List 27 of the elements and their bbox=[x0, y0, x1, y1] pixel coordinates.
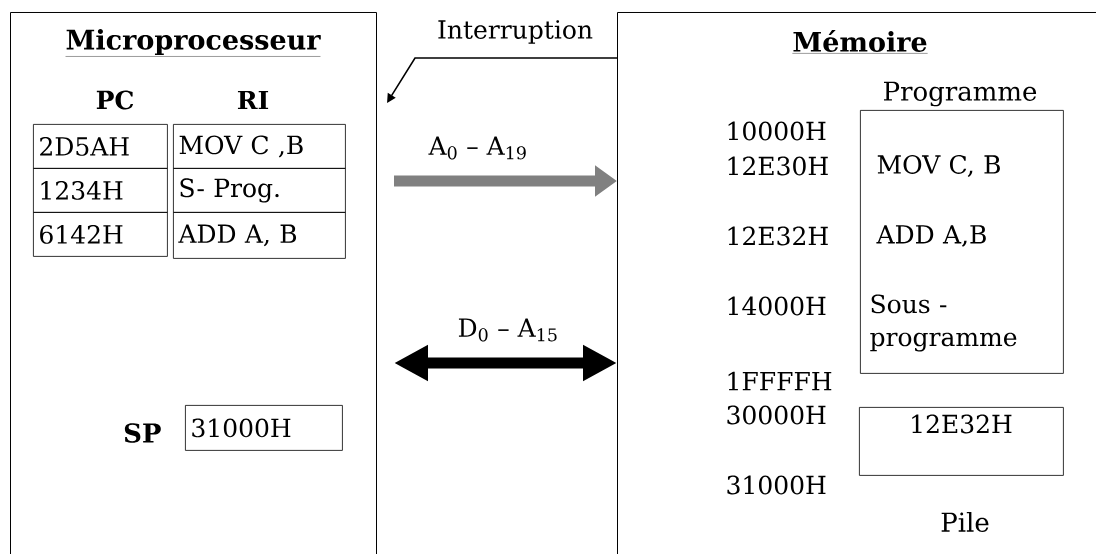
register-cell: MOV C ,B bbox=[173, 124, 346, 169]
register-cell: ADD A, B bbox=[173, 212, 346, 259]
register-cell: 2D5AH bbox=[33, 124, 168, 169]
address-label: 12E32H bbox=[728, 226, 828, 246]
address-label: 10000H bbox=[728, 121, 826, 141]
column-heading: PC bbox=[96, 90, 134, 110]
address-label: 31000H bbox=[727, 475, 826, 495]
register-cell: 6142H bbox=[33, 212, 168, 257]
region-label: SP bbox=[124, 423, 161, 443]
panel-title: Microprocesseur bbox=[65, 28, 321, 57]
edge-label: A$_{0}$ – A$_{19}$ bbox=[427, 135, 529, 161]
register-cell: 1234H bbox=[33, 168, 168, 213]
address-label: 30000H bbox=[727, 405, 826, 425]
memory-block: 12E32H bbox=[859, 407, 1064, 476]
edge-label: D$_{0}$ – A$_{15}$ bbox=[456, 317, 560, 343]
region-label: Pile bbox=[941, 511, 989, 533]
edge-label: Interruption bbox=[436, 19, 594, 45]
address-label: 14000H bbox=[728, 296, 826, 316]
register-cell: 31000H bbox=[185, 405, 343, 451]
arrow bbox=[387, 57, 618, 103]
memory-block: MOV C, B ADD A,B Sous - programme bbox=[860, 110, 1064, 374]
region-label: Programme bbox=[884, 81, 1037, 107]
address-label: 12E30H bbox=[728, 156, 828, 176]
address-label: 1FFFFH bbox=[728, 371, 832, 391]
column-heading: RI bbox=[237, 90, 269, 110]
panel-title: Mémoire bbox=[792, 30, 928, 54]
register-cell: S- Prog. bbox=[173, 168, 346, 213]
